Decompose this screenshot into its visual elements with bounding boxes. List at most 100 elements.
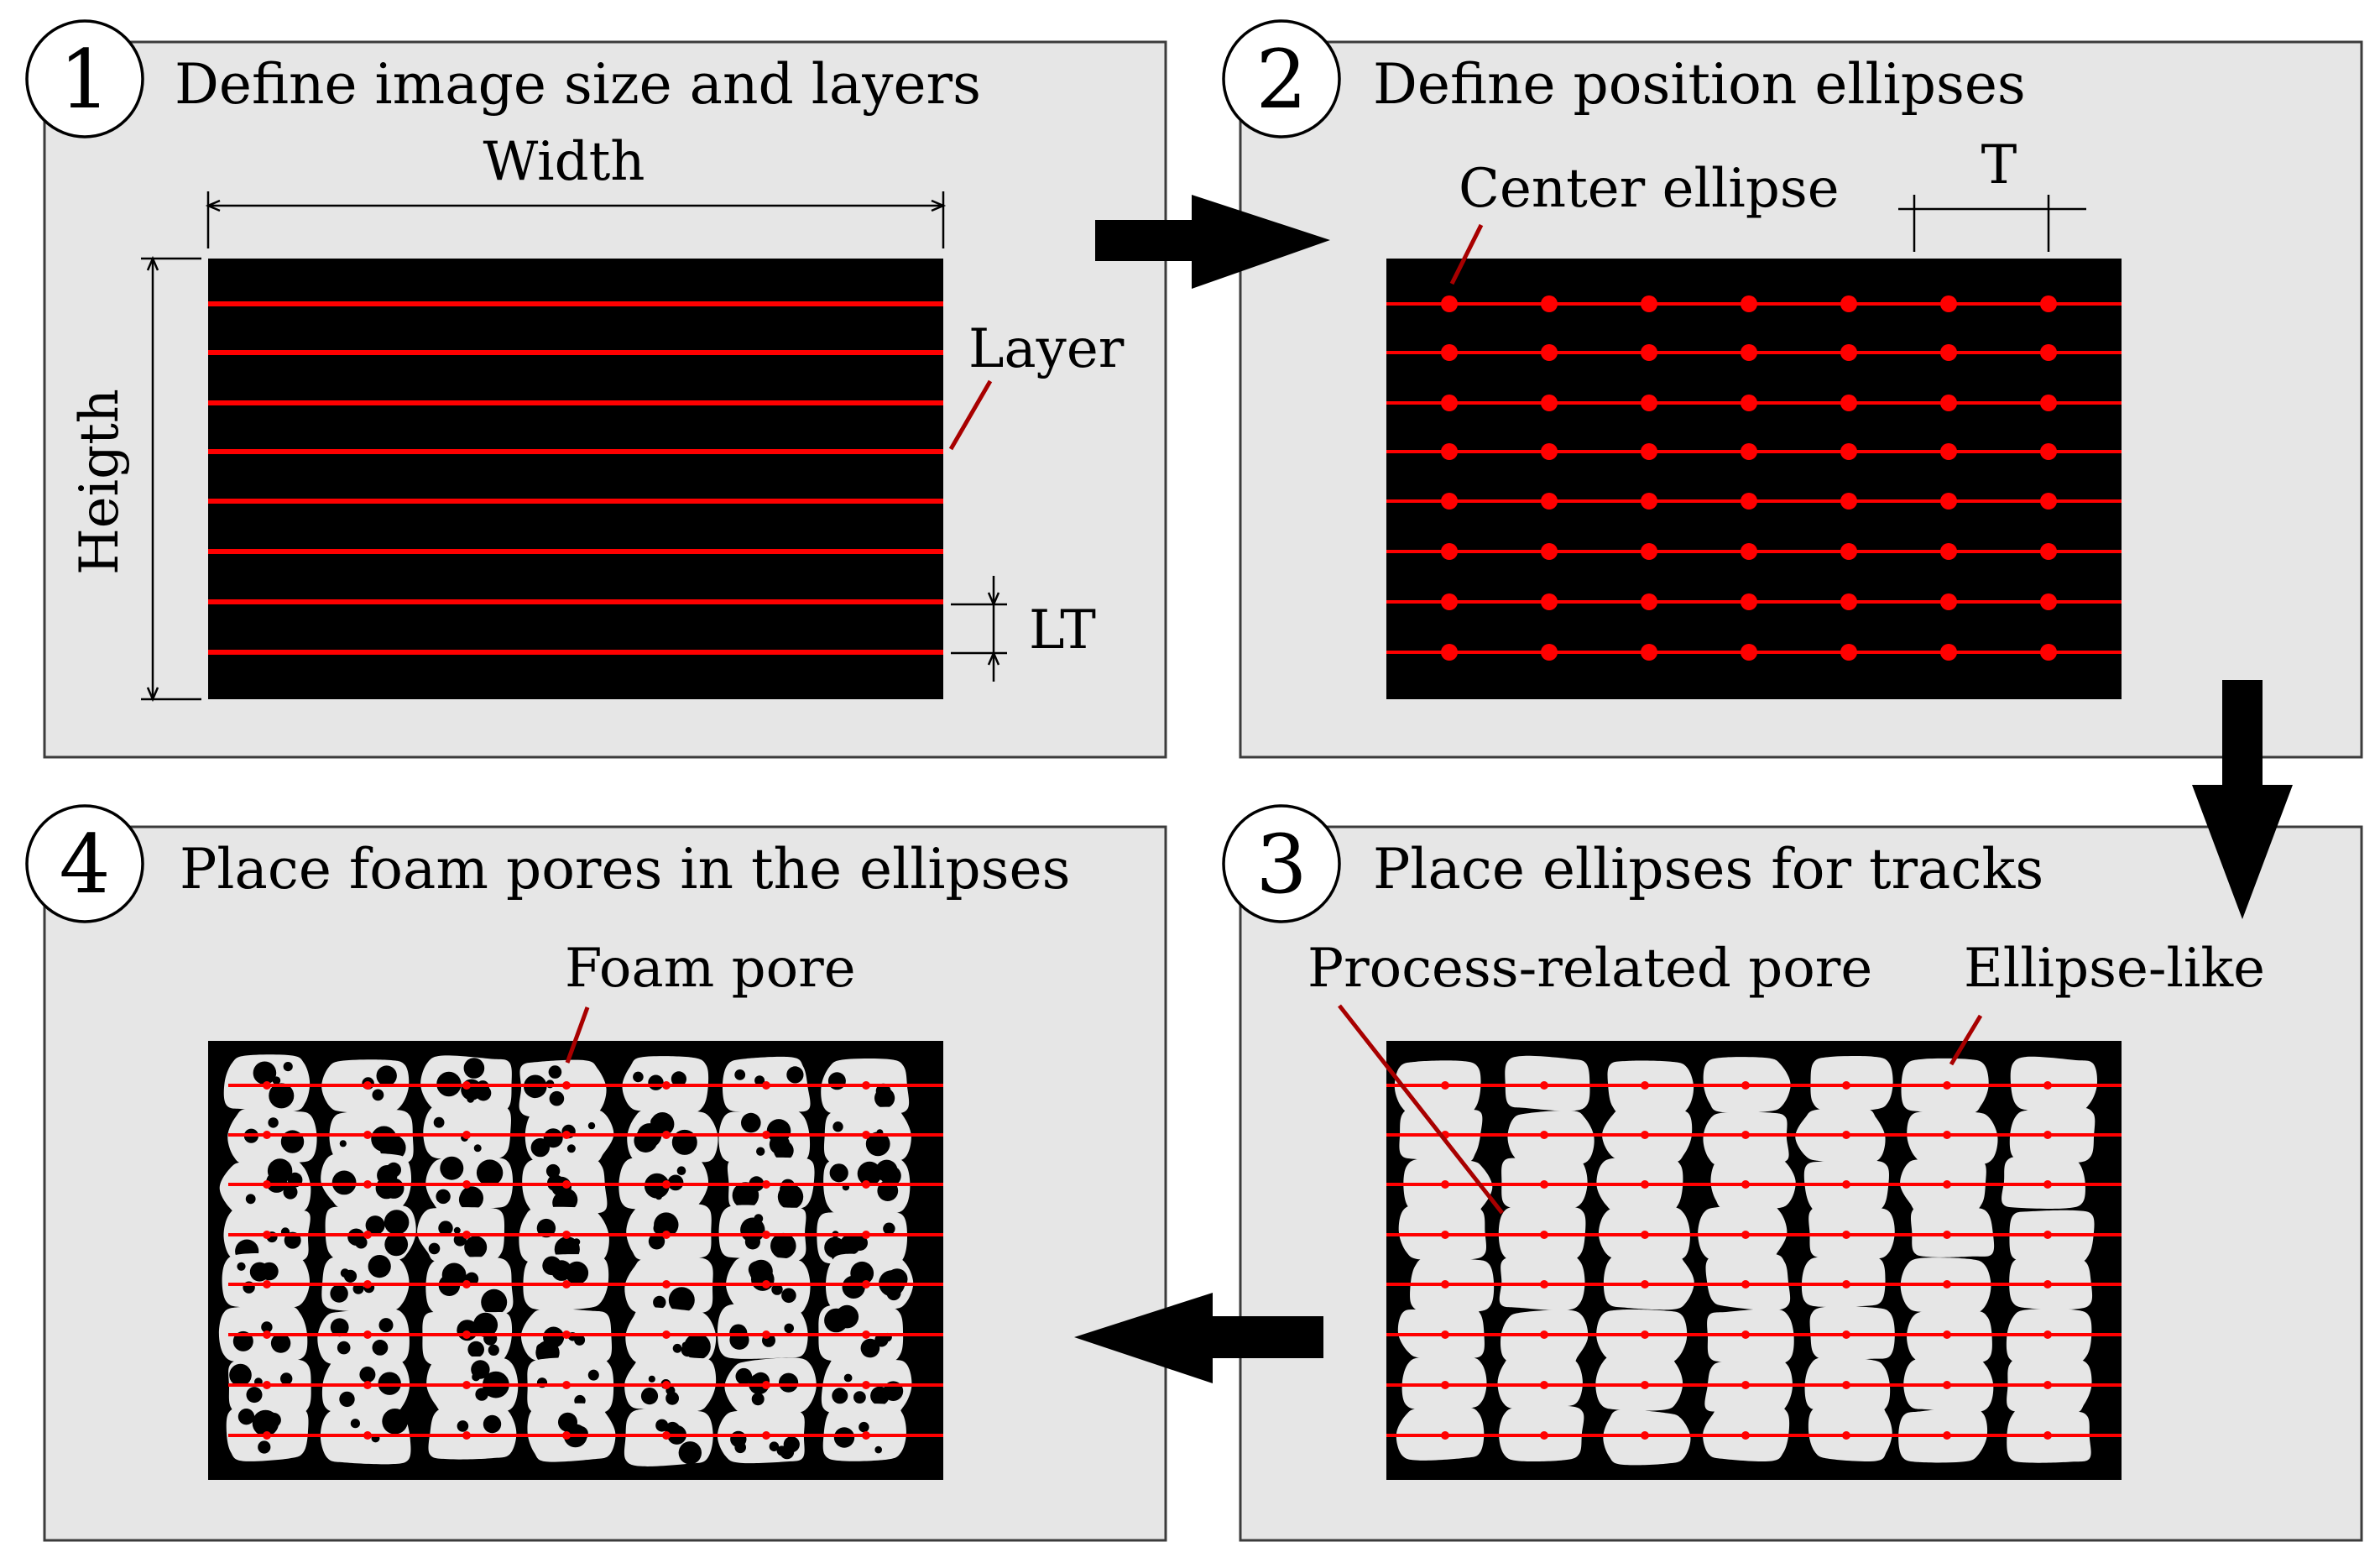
ellipse-center-dot (1541, 344, 1558, 361)
ellipse-center-dot (1541, 593, 1558, 610)
ellipse-center-dot (1641, 1431, 1649, 1440)
panel-4-title: Place foam pores in the ellipses (180, 837, 1070, 902)
ellipse-center-dot (1940, 493, 1957, 510)
ellipse-center-dot (762, 1381, 770, 1389)
ellipse-center-dot (1541, 543, 1558, 560)
track-ellipse (1497, 1353, 1583, 1409)
foam-pore (428, 1242, 441, 1255)
foam-pore (734, 1441, 746, 1454)
panel-3-tracks (1386, 1055, 2122, 1466)
foam-pore (751, 1393, 765, 1406)
ellipse-center-dot (862, 1431, 870, 1440)
foam-pore (839, 1234, 861, 1256)
foam-pore (350, 1419, 360, 1429)
ellipse-center-dot (662, 1131, 671, 1139)
foam-pore (549, 1090, 565, 1106)
foam-pore (337, 1341, 351, 1355)
ellipse-center-dot (762, 1180, 770, 1189)
foam-pore (859, 1421, 869, 1433)
ellipse-center-dot (1641, 1280, 1649, 1289)
foam-pore (874, 1445, 882, 1454)
ellipse-center-dot (1540, 1381, 1548, 1389)
foam-pore (365, 1215, 385, 1236)
foam-pore (376, 1065, 397, 1086)
ellipse-center-dot (662, 1330, 671, 1339)
ellipse-center-dot (1641, 1180, 1649, 1189)
ellipse-center-dot (662, 1081, 671, 1090)
ellipse-center-dot (2040, 644, 2057, 661)
ellipse-center-dot (862, 1131, 870, 1139)
foam-pore (655, 1193, 662, 1200)
ellipse-center-dot (1943, 1280, 1951, 1289)
foam-pore (270, 1333, 291, 1353)
foam-pore (771, 1283, 783, 1295)
ellipse-center-dot (2040, 443, 2057, 460)
ellipse-center-dot (1842, 1330, 1850, 1339)
foam-pore (741, 1112, 761, 1133)
foam-pore (375, 1177, 398, 1200)
ellipse-center-dot (1540, 1131, 1548, 1139)
ellipse-center-dot (662, 1180, 671, 1189)
track-ellipse (1808, 1404, 1892, 1461)
foam-pore (829, 1163, 848, 1183)
ellipse-center-dot (1741, 443, 1757, 460)
ellipse-center-dot (1943, 1431, 1951, 1440)
foam-pore (378, 1318, 394, 1333)
foam-pore (268, 1117, 279, 1128)
ellipse-center-dot (1741, 1330, 1750, 1339)
foam-pore (253, 1061, 277, 1085)
ellipse-center-dot (1940, 443, 1957, 460)
foam-pore (770, 1232, 796, 1259)
foam-pore (769, 1441, 780, 1451)
foam-pore (667, 1174, 684, 1191)
layer-label: Layer (968, 318, 1125, 380)
foam-pore (440, 1156, 464, 1180)
foam-pore (732, 1182, 759, 1209)
foam-pore (883, 1222, 895, 1235)
track-ellipse (1703, 1111, 1789, 1167)
ellipse-center-dot (1842, 1180, 1850, 1189)
panel-1-image (208, 259, 943, 699)
step-badge-1: 1 (25, 19, 144, 139)
foam-pore (850, 1261, 874, 1285)
lt-dimension (951, 576, 1007, 682)
track-ellipse (1910, 1204, 1995, 1257)
foam-pore (441, 1262, 467, 1288)
foam-pore (229, 1363, 252, 1387)
ellipse-center-dot (263, 1131, 271, 1139)
ellipse-center-dot (462, 1381, 471, 1389)
foam-pore (543, 1128, 563, 1148)
ellipse-center-dot (1641, 443, 1657, 460)
ellipse-center-dot (1741, 1431, 1750, 1440)
ellipse-center-dot (1441, 644, 1458, 661)
foam-pore (467, 1095, 475, 1103)
foam-pore (686, 1339, 703, 1355)
ellipse-center-dot (363, 1231, 372, 1239)
ellipse-center-dot (662, 1231, 671, 1239)
foam-pore (786, 1066, 804, 1084)
height-label: Heigth (69, 389, 131, 575)
foam-pore (438, 1221, 453, 1236)
ellipse-center-dot (1641, 1081, 1649, 1090)
foam-pore (476, 1159, 504, 1186)
foam-pore (386, 1162, 401, 1178)
ellipse-center-dot (762, 1081, 770, 1090)
track-ellipse (1607, 1060, 1694, 1116)
ellipse-center-dot (1741, 1280, 1750, 1289)
ellipse-like-label: Ellipse-like (1964, 938, 2265, 1000)
foam-pore (473, 1144, 482, 1153)
foam-pore (587, 1369, 599, 1381)
foam-pore (769, 1134, 791, 1155)
foam-pore (835, 1304, 859, 1329)
track-ellipse (2002, 1155, 2085, 1209)
ellipse-center-dot (562, 1381, 571, 1389)
track-ellipse (1396, 1406, 1485, 1461)
ellipse-center-dot (1741, 644, 1757, 661)
foam-pore (734, 1069, 746, 1080)
ellipse-center-dot (1842, 1131, 1850, 1139)
foam-pore (672, 1343, 682, 1353)
ellipse-center-dot (562, 1081, 571, 1090)
foam-pore (269, 1084, 290, 1105)
ellipse-center-dot (1943, 1381, 1951, 1389)
ellipse-center-dot (862, 1381, 870, 1389)
